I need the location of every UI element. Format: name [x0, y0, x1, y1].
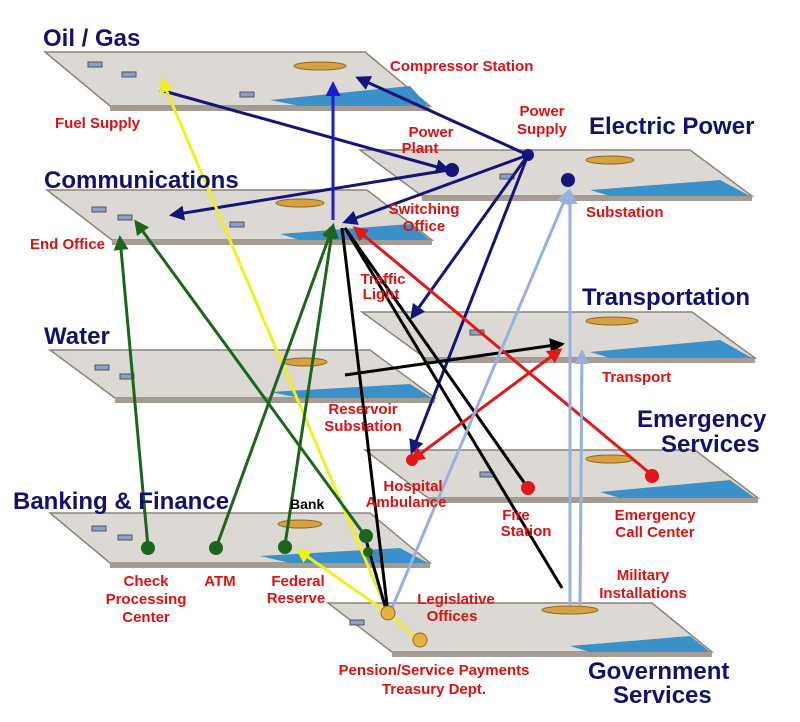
label-check-line3: Center [122, 609, 170, 626]
node-federal-reserve [278, 540, 292, 554]
link-bank-to-endoffice [134, 219, 368, 538]
label-fire-station-line2: Station [501, 523, 552, 540]
sector-label-water: Water [44, 323, 110, 350]
node-atm [209, 541, 223, 555]
label-pension-line1: Pension/Service Payments [339, 662, 530, 679]
label-legislative-line1: Legislative [417, 591, 495, 608]
link-hospital-transport [409, 348, 563, 462]
label-traffic-light-line2: Light [363, 286, 400, 303]
label-check-line2: Processing [106, 591, 187, 608]
link-powersupply-to-compressor [355, 76, 529, 157]
node-power-plant [445, 163, 459, 177]
links-green [113, 219, 368, 549]
sector-labels: Oil / Gas Electric Power Communications … [13, 25, 767, 709]
node-legislative-offices [380, 605, 396, 621]
label-switching-office-line1: Switching [389, 201, 460, 218]
label-traffic-light-line1: Traffic [360, 271, 405, 288]
label-compressor-station: Compressor Station [390, 58, 533, 75]
sector-label-electric-power: Electric Power [589, 113, 754, 140]
node-substation [561, 173, 575, 187]
label-reservoir-substation-line1: Reservoir [328, 401, 397, 418]
node-bank-2 [363, 547, 373, 557]
link-govt-to-transport [574, 349, 590, 607]
sector-label-emergency-line1: Emergency [637, 406, 767, 433]
links-red [352, 226, 653, 477]
label-military-line1: Military [617, 567, 670, 584]
label-transport: Transport [602, 369, 671, 386]
node-pension-payments [412, 632, 428, 648]
label-hospital-line1: Hospital [383, 478, 442, 495]
link-powersupply-to-switching [342, 153, 529, 225]
link-legislative-to-fuel [159, 77, 390, 614]
label-reservoir-substation-line2: Substation [324, 418, 402, 435]
node-hospital [406, 454, 418, 466]
sector-label-banking: Banking & Finance [13, 488, 229, 515]
link-check-to-endoffice [113, 235, 150, 548]
sector-label-oil-gas: Oil / Gas [43, 25, 140, 52]
label-federal-reserve-line1: Federal [271, 573, 324, 590]
node-fire-station [521, 481, 535, 495]
plane-emergency [362, 449, 761, 503]
label-power-supply-line2: Supply [517, 121, 568, 138]
label-substation: Substation [586, 204, 664, 221]
link-powerplant-to-endoffice [169, 168, 449, 221]
node-power-supply [522, 149, 534, 161]
link-legislative-to-federal [295, 548, 389, 615]
link-federal-to-switching [283, 223, 339, 546]
node-bank [359, 529, 373, 543]
label-switching-office-line2: Office [403, 218, 446, 235]
link-atm-to-switching [214, 223, 336, 549]
label-emergency-call-center-line2: Call Center [615, 524, 694, 541]
sector-label-government-line2: Services [613, 682, 712, 709]
label-end-office: End Office [30, 236, 105, 253]
label-check-line1: Check [123, 573, 169, 590]
label-ambulance-line2: Ambulance [366, 494, 447, 511]
label-military-line2: Installations [599, 585, 687, 602]
sector-label-emergency-line2: Services [661, 431, 760, 458]
links-lightblue [390, 189, 590, 609]
label-fire-station-line1: Fire [502, 507, 530, 524]
link-fuel-to-powerplant [159, 88, 451, 175]
label-power-plant-line1: Power [408, 124, 453, 141]
node-check-processing [141, 541, 155, 555]
label-power-supply-line1: Power [519, 103, 564, 120]
link-legislative-to-switching [340, 227, 390, 614]
label-emergency-call-center-line1: Emergency [615, 507, 697, 524]
plane-oil-gas [42, 51, 433, 111]
node-emergency-call-center [645, 469, 659, 483]
link-legislative-to-substation [390, 189, 571, 609]
label-bank: Bank [290, 496, 324, 512]
label-legislative-line2: Offices [427, 608, 478, 625]
sector-label-transportation: Transportation [582, 284, 750, 311]
sector-label-communications: Communications [44, 167, 239, 194]
nodes [141, 149, 659, 648]
node-labels: Compressor Station Fuel Supply Power Sup… [30, 58, 696, 698]
label-power-plant-line2: Plant [402, 140, 439, 157]
label-federal-reserve-line2: Reserve [267, 590, 325, 607]
label-fuel-supply: Fuel Supply [55, 115, 141, 132]
label-atm: ATM [204, 573, 235, 590]
label-pension-line2: Treasury Dept. [382, 681, 486, 698]
plane-electric-power [357, 149, 755, 201]
sector-label-government-line1: Government [588, 658, 729, 685]
plane-water [47, 349, 438, 403]
